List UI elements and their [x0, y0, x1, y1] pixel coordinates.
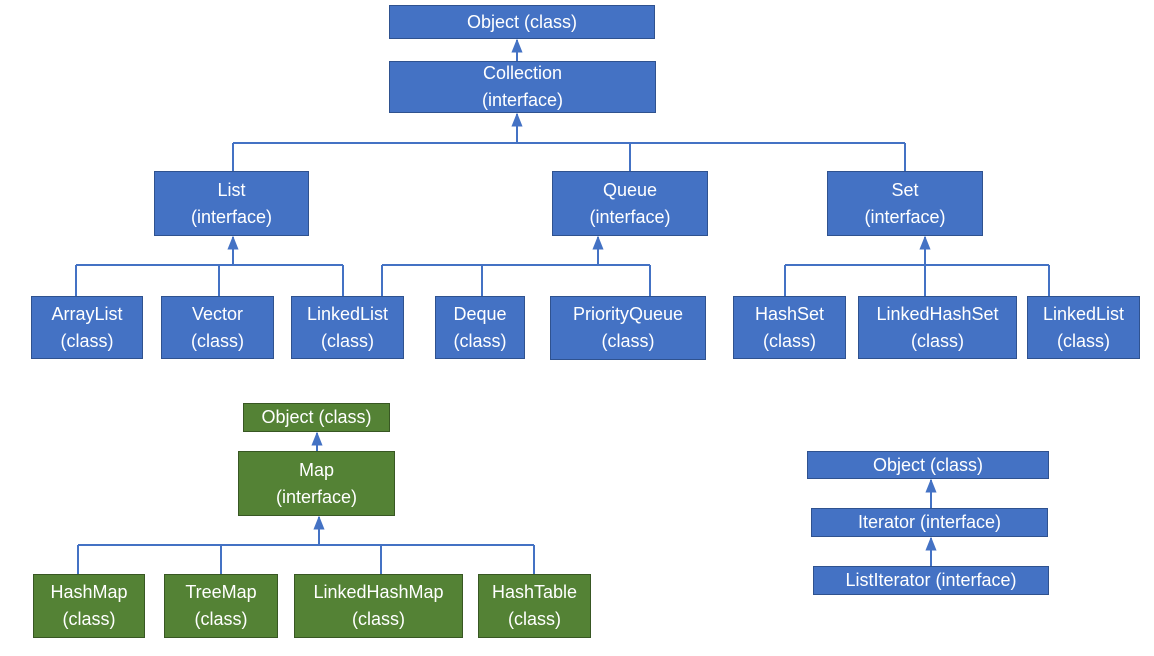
collection-object-class-box: Object (class) — [389, 5, 655, 39]
node-name: Map — [298, 459, 334, 480]
node-name: Iterator (interface) — [857, 512, 1002, 532]
node-name: Collection — [482, 63, 563, 83]
node-kind: (class) — [763, 330, 816, 351]
node-kind: (class) — [508, 609, 561, 629]
node-kind: (class) — [601, 331, 655, 351]
node-kind: (class) — [911, 330, 964, 351]
node-name: Object (class) — [466, 11, 578, 32]
node-kind: (class) — [321, 330, 374, 351]
node-name: LinkedList — [306, 303, 389, 324]
node-name: HashSet — [754, 303, 825, 324]
iterator-object-class-box: Object (class) — [807, 451, 1049, 479]
node-name: PriorityQueue — [572, 304, 684, 324]
node-name: HashTable — [491, 582, 578, 602]
vector-class-box: Vector (class) — [161, 296, 274, 359]
treemap-class-box: TreeMap (class) — [164, 574, 278, 638]
map-object-class-box: Object (class) — [243, 403, 390, 432]
node-kind: (class) — [191, 330, 244, 351]
linkedhashmap-class-box: LinkedHashMap (class) — [294, 574, 463, 638]
arraylist-class-box: ArrayList (class) — [31, 296, 143, 359]
node-kind: (class) — [1057, 330, 1110, 351]
node-kind: (class) — [453, 330, 507, 351]
node-name: LinkedHashMap — [313, 582, 444, 602]
collection-interface-box: Collection (interface) — [389, 61, 656, 113]
node-name: Set — [891, 179, 919, 200]
node-name: TreeMap — [185, 582, 257, 602]
node-kind: (class) — [352, 609, 405, 629]
node-kind: (class) — [194, 609, 248, 629]
priorityqueue-class-box: PriorityQueue (class) — [550, 296, 706, 360]
node-kind: (interface) — [864, 206, 946, 227]
node-kind: (class) — [60, 330, 114, 351]
node-kind: (interface) — [481, 90, 564, 110]
hashmap-class-box: HashMap (class) — [33, 574, 145, 638]
listiterator-interface-box: ListIterator (interface) — [813, 566, 1049, 595]
iterator-interface-box: Iterator (interface) — [811, 508, 1048, 537]
node-kind: (interface) — [275, 486, 358, 507]
node-name: ArrayList — [51, 303, 123, 324]
node-kind: (interface) — [589, 206, 671, 227]
list-interface-box: List (interface) — [154, 171, 309, 236]
node-name: HashMap — [50, 582, 128, 602]
node-name: Deque — [453, 303, 507, 324]
node-kind: (class) — [62, 609, 116, 629]
node-name: Vector — [191, 303, 244, 324]
node-kind: (interface) — [190, 206, 273, 227]
deque-class-box: Deque (class) — [435, 296, 525, 359]
node-name: Queue — [602, 179, 658, 200]
node-name: List — [217, 179, 246, 200]
linkedhashset-class-box: LinkedHashSet (class) — [858, 296, 1017, 359]
hashtable-class-box: HashTable (class) — [478, 574, 591, 638]
queue-interface-box: Queue (interface) — [552, 171, 708, 236]
node-name: ListIterator (interface) — [845, 570, 1017, 590]
linkedlist-class-box: LinkedList (class) — [1027, 296, 1140, 359]
node-name: LinkedList — [1042, 303, 1125, 324]
hashset-class-box: HashSet (class) — [733, 296, 846, 359]
map-interface-box: Map (interface) — [238, 451, 395, 516]
linkedlist-class-box: LinkedList (class) — [291, 296, 404, 359]
node-name: Object (class) — [872, 454, 984, 475]
node-name: Object (class) — [261, 407, 372, 427]
node-name: LinkedHashSet — [876, 303, 999, 324]
set-interface-box: Set (interface) — [827, 171, 983, 236]
